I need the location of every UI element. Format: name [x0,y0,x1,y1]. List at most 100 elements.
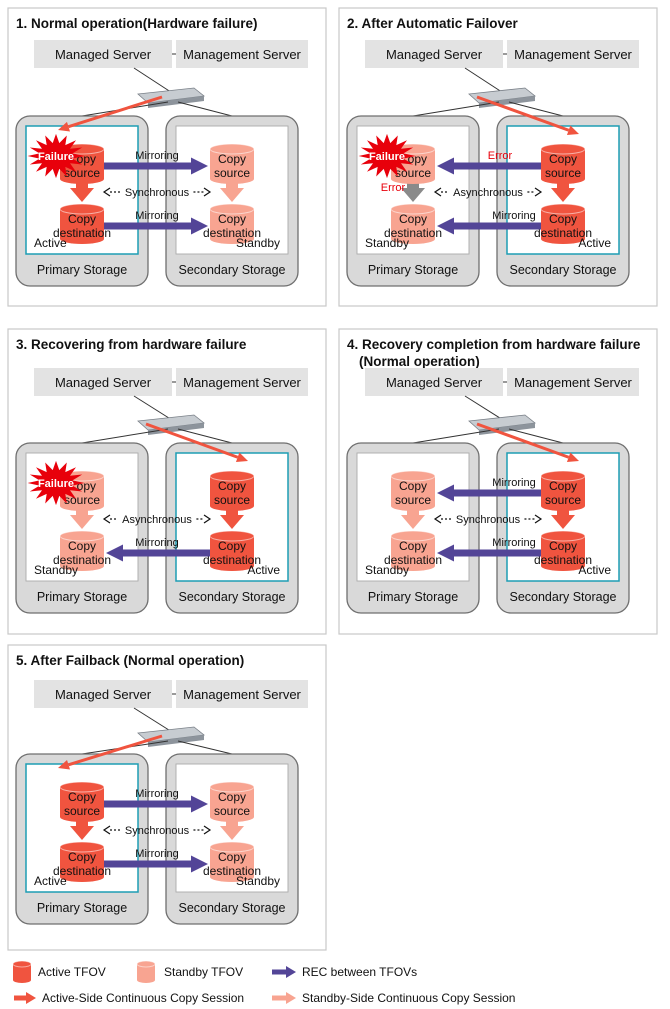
copy-label: Copy [549,539,577,553]
active-session-line [58,95,163,132]
legend-standby-tfov [136,960,156,983]
session-arrow [401,510,425,529]
panel-3: 3. Recovering from hardware failureManag… [7,328,327,635]
copy-label: Copy [218,539,246,553]
legend-active-session-label: Active-Side Continuous Copy Session [42,991,244,1005]
cylinder-body [60,536,104,571]
storage-label: Secondary Storage [509,590,616,604]
active-boundary [506,125,620,255]
session-arrow [551,183,575,202]
session-arrow [70,821,94,840]
failure-burst: Failure [27,460,85,506]
active-label: Active [34,236,67,250]
active-label: Active [247,563,280,577]
mirroring-label: Mirroring [135,150,178,162]
copy-mode-indicator: Synchronous [102,187,212,199]
mirroring-label: Mirroring [135,210,178,222]
management-server: Management Server [507,368,639,396]
cylinder-top [540,530,586,542]
destination-label: destination [384,553,442,567]
source-label: source [214,804,250,818]
managed-server-label: Managed Server [55,375,152,390]
session-arrowhead [566,125,579,135]
mirroring-label: Mirroring [135,537,178,549]
cylinder-body [541,209,585,244]
server-box [34,40,172,68]
copy-label: Copy [68,790,96,804]
panel-title: 3. Recovering from hardware failure [16,337,247,352]
server-box [176,680,308,708]
destination-label: destination [203,864,261,878]
storage-label: Primary Storage [37,263,127,277]
legend-active-tfov [12,960,32,983]
session-line [476,422,570,459]
cylinder-body [60,209,104,244]
storage-label: Secondary Storage [178,263,285,277]
server-box [507,40,639,68]
management-server-label: Management Server [183,375,301,390]
session-line [476,95,570,132]
storage-label: Primary Storage [368,263,458,277]
panel-title: 1. Normal operation(Hardware failure) [16,16,258,31]
dotted-arrowhead [102,825,111,835]
storage-label: Primary Storage [368,590,458,604]
destination-label: destination [53,553,111,567]
legend-standby-tfov-label: Standby TFOV [164,965,243,979]
storage-link [508,428,564,444]
copy-mode-indicator: Synchronous [102,825,212,837]
cylinder-top [209,841,255,853]
cylinder-top [209,781,255,793]
management-server: Management Server [507,40,639,68]
destination-label: destination [53,864,111,878]
copy-label: Copy [218,790,246,804]
dotted-arrowhead [534,514,543,524]
session-line [145,422,239,459]
cylinder-top [209,530,255,542]
cylinder-body [60,787,104,822]
dotted-arrowhead [203,187,212,197]
legend-rec-arrow [272,966,296,978]
active-boundary [506,452,620,582]
switch-front [148,735,204,747]
server-box [507,368,639,396]
copy-label: Copy [549,152,577,166]
copy-label: Copy [68,212,96,226]
copy-label: Copy [218,152,246,166]
server-box [34,680,172,708]
copy-label: Copy [218,850,246,864]
copy-label: Copy [218,479,246,493]
active-label: Active [578,236,611,250]
cylinder-body [210,149,254,184]
copy-mode-indicator: Asynchronous [433,187,543,199]
destination-label: destination [203,553,261,567]
dotted-arrowhead [203,514,212,524]
panel-1: 1. Normal operation(Hardware failure)Man… [7,7,327,307]
source-label: source [545,166,581,180]
storage-label: Secondary Storage [509,263,616,277]
mirroring-label: Mirroring [135,848,178,860]
cylinder-top [209,143,255,155]
storage-link [177,740,233,755]
session-arrow [401,183,425,202]
rec-arrow [104,795,208,813]
standby-label: Standby [365,563,409,577]
session-arrowhead [566,452,579,462]
burst-shape [27,133,85,179]
cylinder-top [540,203,586,215]
standby-label: Standby [365,236,409,250]
server-box [365,368,503,396]
destination-label: destination [384,226,442,240]
burst-shape [358,133,416,179]
managed-server: Managed Server [34,680,172,708]
switch-front [479,96,535,108]
cylinder-top [390,530,436,542]
server-box [176,40,308,68]
